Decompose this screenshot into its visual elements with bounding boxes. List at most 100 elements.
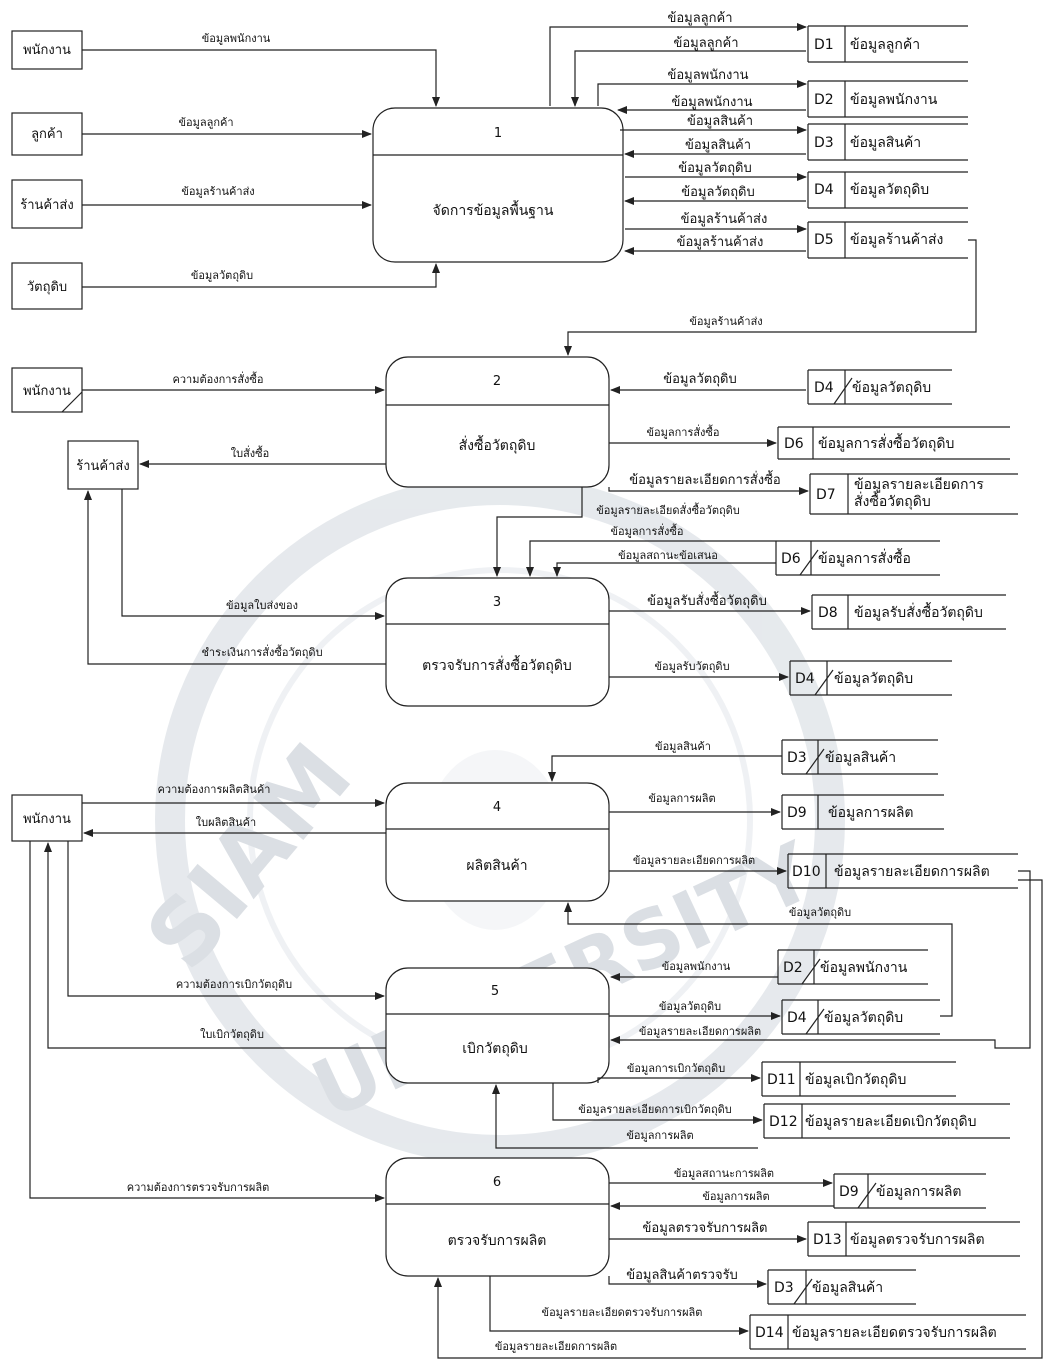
svg-text:สั่งซื้อวัตถุดิบ: สั่งซื้อวัตถุดิบ <box>459 435 536 454</box>
svg-text:1: 1 <box>494 126 502 141</box>
svg-text:D3: D3 <box>774 1280 794 1296</box>
flow-p3-to-d4: ข้อมูลรับวัตถุดิบ <box>609 660 789 681</box>
flow-p5-to-employee: ใบเบิกวัตถุดิบ <box>44 842 386 1049</box>
svg-text:ข้อมูลร้านค้าส่ง: ข้อมูลร้านค้าส่ง <box>850 232 943 248</box>
flow-p3-to-wholesaler: ชำระเงินการสั่งซื้อวัตถุดิบ <box>84 490 386 665</box>
svg-text:ข้อมูลพนักงาน: ข้อมูลพนักงาน <box>667 68 748 83</box>
flow-d6-to-p3-status: ข้อมูลสถานะข้อเสนอ <box>553 549 776 577</box>
svg-text:ข้อมูลวัตถุดิบ: ข้อมูลวัตถุดิบ <box>681 185 755 200</box>
flow-customer-to-p1: ข้อมูลลูกค้า <box>82 116 372 138</box>
svg-text:ตรวจรับการสั่งซื้อวัตถุดิบ: ตรวจรับการสั่งซื้อวัตถุดิบ <box>422 655 572 674</box>
store-d9: D9 ข้อมูลการผลิต <box>781 794 944 830</box>
svg-text:D1: D1 <box>814 37 834 53</box>
svg-text:ข้อมูลสถานะข้อเสนอ: ข้อมูลสถานะข้อเสนอ <box>618 549 718 562</box>
svg-text:ข้อมูลรายละเอียดเบิกวัตถุดิบ: ข้อมูลรายละเอียดเบิกวัตถุดิบ <box>805 1114 977 1130</box>
flow-p2-to-wholesaler: ใบสั่งซื้อ <box>139 445 386 468</box>
svg-text:ข้อมูลรับสั่งซื้อวัตถุดิบ: ข้อมูลรับสั่งซื้อวัตถุดิบ <box>647 591 767 609</box>
svg-text:ข้อมูลพนักงาน: ข้อมูลพนักงาน <box>850 92 938 108</box>
flow-p5-to-d12: ข้อมูลรายละเอียดการเบิกวัตถุดิบ <box>552 1083 763 1124</box>
svg-text:ข้อมูลสินค้า: ข้อมูลสินค้า <box>685 138 751 153</box>
flow-d6-to-p3-order: ข้อมูลการสั่งซื้อ <box>526 523 776 577</box>
svg-text:ข้อมูลสินค้า: ข้อมูลสินค้า <box>825 750 896 766</box>
svg-text:D6: D6 <box>784 436 804 452</box>
flow-employee-to-p5: ความต้องการเบิกวัตถุดิบ <box>67 841 385 1000</box>
svg-text:ข้อมูลวัตถุดิบ: ข้อมูลวัตถุดิบ <box>789 906 851 919</box>
process-4: 4 ผลิตสินค้า <box>385 782 610 902</box>
flow-p6-to-d3: ข้อมูลสินค้าตรวจรับ <box>608 1268 767 1288</box>
svg-text:ข้อมูลสถานะการผลิต: ข้อมูลสถานะการผลิต <box>674 1167 774 1180</box>
store-d2-p5: D2 ข้อมูลพนักงาน <box>777 949 928 985</box>
svg-text:ข้อมูลพนักงาน: ข้อมูลพนักงาน <box>671 95 752 110</box>
flow-p5-to-d4: ข้อมูลวัตถุดิบ <box>609 1000 781 1020</box>
svg-text:ข้อมูลพนักงาน: ข้อมูลพนักงาน <box>202 32 271 45</box>
svg-text:ข้อมูลรายละเอียดการผลิต: ข้อมูลรายละเอียดการผลิต <box>633 854 755 867</box>
flow-p6-to-d14: ข้อมูลรายละเอียดตรวจรับการผลิต <box>489 1276 749 1335</box>
svg-text:เบิกวัตถุดิบ: เบิกวัตถุดิบ <box>462 1041 528 1057</box>
process-5: 5 เบิกวัตถุดิบ <box>385 967 610 1084</box>
svg-text:ลูกค้า: ลูกค้า <box>31 127 63 142</box>
svg-text:ข้อมูลการผลิต: ข้อมูลการผลิต <box>702 1190 769 1203</box>
svg-text:D12: D12 <box>769 1114 798 1130</box>
store-d11: D11 ข้อมูลเบิกวัตถุดิบ <box>761 1061 956 1097</box>
store-d3-p4: D3 ข้อมูลสินค้า <box>781 739 938 775</box>
svg-text:D6: D6 <box>781 551 801 567</box>
flow-p5-to-d11: ข้อมูลการเบิกวัตถุดิบ <box>597 1062 761 1083</box>
flow-d4-to-p2: ข้อมูลวัตถุดิบ <box>610 372 806 394</box>
flow-d2-to-p5: ข้อมูลพนักงาน <box>610 960 778 981</box>
svg-text:D9: D9 <box>839 1184 859 1200</box>
flow-p2-to-d6: ข้อมูลการสั่งซื้อ <box>609 424 777 447</box>
svg-text:ข้อมูลการเบิกวัตถุดิบ: ข้อมูลการเบิกวัตถุดิบ <box>627 1062 725 1075</box>
svg-text:ข้อมูลลูกค้า: ข้อมูลลูกค้า <box>667 11 732 26</box>
svg-text:D3: D3 <box>787 750 807 766</box>
store-d12: D12 ข้อมูลรายละเอียดเบิกวัตถุดิบ <box>763 1103 1010 1139</box>
svg-text:พนักงาน: พนักงาน <box>23 43 71 58</box>
flow-p6-to-d13: ข้อมูลตรวจรับการผลิต <box>609 1221 807 1243</box>
svg-text:ข้อมูลพนักงาน: ข้อมูลพนักงาน <box>662 960 731 973</box>
svg-text:ข้อมูลการผลิต: ข้อมูลการผลิต <box>876 1184 962 1200</box>
flow-d4-to-p1: ข้อมูลวัตถุดิบ <box>624 185 806 205</box>
store-d5: D5 ข้อมูลร้านค้าส่ง <box>807 221 968 259</box>
store-d14: D14 ข้อมูลรายละเอียดตรวจรับการผลิต <box>749 1314 1026 1350</box>
store-d1: D1 ข้อมูลลูกค้า <box>807 25 968 63</box>
svg-text:ข้อมูลเบิกวัตถุดิบ: ข้อมูลเบิกวัตถุดิบ <box>805 1072 906 1088</box>
entity-customer: ลูกค้า <box>11 112 83 156</box>
flow-wholesaler-to-p1: ข้อมูลร้านค้าส่ง <box>82 185 372 209</box>
svg-text:ข้อมูลรับวัตถุดิบ: ข้อมูลรับวัตถุดิบ <box>654 660 729 673</box>
svg-text:3: 3 <box>493 595 501 610</box>
flow-d10-to-p5: ข้อมูลรายละเอียดการผลิต <box>610 870 1031 1049</box>
svg-text:ข้อมูลพนักงาน: ข้อมูลพนักงาน <box>820 960 908 976</box>
svg-text:D14: D14 <box>755 1325 784 1341</box>
flow-p1-to-d1: ข้อมูลลูกค้า <box>549 11 807 106</box>
store-d13: D13 ข้อมูลตรวจรับการผลิต <box>807 1221 1020 1257</box>
svg-text:พนักงาน: พนักงาน <box>23 812 71 827</box>
flow-p6-to-d9: ข้อมูลสถานะการผลิต <box>609 1167 833 1187</box>
svg-text:D4: D4 <box>787 1010 807 1026</box>
svg-text:D7: D7 <box>816 487 836 503</box>
svg-text:ข้อมูลวัตถุดิบ: ข้อมูลวัตถุดิบ <box>659 1000 721 1013</box>
svg-text:D9: D9 <box>787 805 807 821</box>
svg-text:ใบผลิตสินค้า: ใบผลิตสินค้า <box>196 816 256 829</box>
svg-text:5: 5 <box>491 984 499 999</box>
svg-text:ข้อมูลลูกค้า: ข้อมูลลูกค้า <box>850 37 920 53</box>
svg-text:ข้อมูลสินค้าตรวจรับ: ข้อมูลสินค้าตรวจรับ <box>626 1268 738 1283</box>
flow-p4-to-d9: ข้อมูลการผลิต <box>609 792 781 816</box>
flow-p1-to-d4: ข้อมูลวัตถุดิบ <box>625 161 807 181</box>
flow-d10-to-p6: ข้อมูลรายละเอียดการผลิต <box>434 879 1043 1359</box>
store-d6: D6 ข้อมูลการสั่งซื้อวัตถุดิบ <box>777 426 1010 460</box>
svg-text:D2: D2 <box>814 92 834 108</box>
flow-d5-to-p2: ข้อมูลร้านค้าส่ง <box>564 239 977 356</box>
flow-employee-to-p4: ความต้องการผลิตสินค้า <box>82 783 385 807</box>
svg-text:ข้อมูลการสั่งซื้อ: ข้อมูลการสั่งซื้อ <box>610 523 683 538</box>
process-6: 6 ตรวจรับการผลิต <box>385 1157 610 1277</box>
svg-text:ข้อมูลใบส่งของ: ข้อมูลใบส่งของ <box>226 599 298 612</box>
svg-text:ร้านค้าส่ง: ร้านค้าส่ง <box>20 198 73 213</box>
svg-text:ตรวจรับการผลิต: ตรวจรับการผลิต <box>448 1233 547 1249</box>
flow-d9-to-p6: ข้อมูลการผลิต <box>610 1190 834 1210</box>
flow-p1-to-d2: ข้อมูลพนักงาน <box>597 68 807 106</box>
svg-text:ใบสั่งซื้อ: ใบสั่งซื้อ <box>231 445 270 460</box>
store-d7: D7 ข้อมูลรายละเอียดการ สั่งซื้อวัตถุดิบ <box>809 473 1018 515</box>
svg-text:วัตถุดิบ: วัตถุดิบ <box>27 280 67 295</box>
process-2: 2 สั่งซื้อวัตถุดิบ <box>385 356 610 488</box>
svg-text:ใบเบิกวัตถุดิบ: ใบเบิกวัตถุดิบ <box>200 1028 264 1041</box>
svg-text:ข้อมูลร้านค้าส่ง: ข้อมูลร้านค้าส่ง <box>681 212 768 227</box>
